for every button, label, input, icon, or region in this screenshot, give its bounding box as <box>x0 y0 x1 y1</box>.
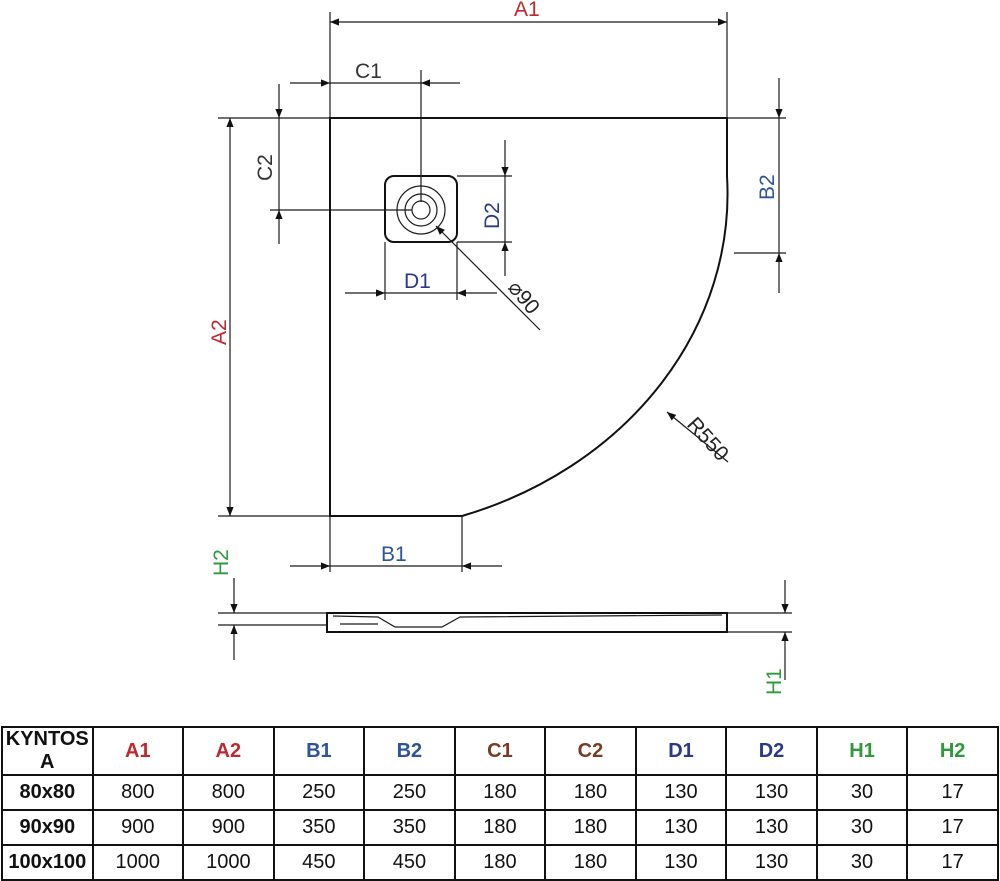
dimension-a1: A1 <box>329 0 728 118</box>
side-view-profile <box>326 612 728 633</box>
header-a2: A2 <box>182 726 275 776</box>
header-d2: D2 <box>725 726 818 776</box>
label-a1: A1 <box>514 0 540 21</box>
table-cell: 250 <box>363 774 456 811</box>
table-cell: 17 <box>906 809 999 846</box>
label-c1: C1 <box>355 60 382 83</box>
table-cell: 180 <box>544 844 637 881</box>
dimension-b2: B2 <box>727 78 786 293</box>
label-diameter: ⌀90 <box>503 276 544 318</box>
table-row: 90x90 900 900 350 350 180 180 130 130 30… <box>1 809 999 846</box>
table-cell: 900 <box>91 809 185 846</box>
label-b2: B2 <box>756 174 779 200</box>
table-cell: 450 <box>363 844 456 881</box>
drain-circle-inner <box>411 200 431 220</box>
table-cell: 180 <box>544 809 637 846</box>
dimension-d1: D1 <box>345 242 497 300</box>
header-h1: H1 <box>815 726 909 776</box>
radius-leader: R550 <box>666 411 733 466</box>
row-label: 100x100 <box>1 844 94 881</box>
dimensions-table: KYNTOS A A1 A2 B1 B2 C1 C2 D1 D2 H1 H2 8… <box>1 726 999 881</box>
table-cell: 130 <box>725 774 818 811</box>
label-d1: D1 <box>404 270 431 293</box>
row-label: 90x90 <box>1 809 94 846</box>
table-cell: 450 <box>272 844 366 881</box>
table-cell: 17 <box>906 844 999 881</box>
table-row: 80x80 800 800 250 250 180 180 130 130 30… <box>1 774 999 811</box>
tray-outline <box>329 117 729 517</box>
label-radius: R550 <box>682 413 733 466</box>
table-cell: 800 <box>182 774 275 811</box>
row-label: 80x80 <box>1 774 94 811</box>
table-cell: 350 <box>272 809 366 846</box>
dimension-a2: A2 <box>208 117 330 517</box>
table-cell: 130 <box>634 844 728 881</box>
table-cell: 30 <box>815 809 909 846</box>
header-b2: B2 <box>363 726 456 776</box>
table-cell: 30 <box>815 844 909 881</box>
table-cell: 130 <box>725 809 818 846</box>
label-a2: A2 <box>208 319 231 345</box>
table-cell: 180 <box>544 774 637 811</box>
label-h1: H1 <box>763 668 786 695</box>
dimension-c2: C2 <box>254 84 412 244</box>
table-cell: 350 <box>363 809 456 846</box>
label-c2: C2 <box>254 154 277 181</box>
dimension-h1: H1 <box>727 580 792 695</box>
table-cell: 1000 <box>91 844 185 881</box>
table-cell: 250 <box>272 774 366 811</box>
table-cell: 130 <box>634 809 728 846</box>
header-a1: A1 <box>91 726 185 776</box>
table-cell: 30 <box>815 774 909 811</box>
label-d2: D2 <box>481 202 504 229</box>
table-cell: 17 <box>906 774 999 811</box>
table-cell: 180 <box>453 809 547 846</box>
header-c1: C1 <box>453 726 547 776</box>
dimension-h2: H2 <box>210 549 327 660</box>
technical-drawing: A1 A2 B1 B2 C1 C2 <box>208 0 792 695</box>
table-cell: 1000 <box>182 844 275 881</box>
dimension-b1: B1 <box>290 516 502 572</box>
table-cell: 180 <box>453 844 547 881</box>
table-corner-label: KYNTOS A <box>1 726 94 776</box>
header-c2: C2 <box>544 726 637 776</box>
table-cell: 130 <box>725 844 818 881</box>
table-header-row: KYNTOS A A1 A2 B1 B2 C1 C2 D1 D2 H1 H2 <box>1 726 999 776</box>
header-h2: H2 <box>906 726 999 776</box>
header-d1: D1 <box>634 726 728 776</box>
table-cell: 180 <box>453 774 547 811</box>
header-b1: B1 <box>272 726 366 776</box>
dimension-c1: C1 <box>290 60 460 202</box>
table-row: 100x100 1000 1000 450 450 180 180 130 13… <box>1 844 999 881</box>
label-b1: B1 <box>381 543 407 566</box>
table-cell: 900 <box>182 809 275 846</box>
table-cell: 800 <box>91 774 185 811</box>
label-h2: H2 <box>210 549 233 576</box>
dimension-d2: D2 <box>457 140 512 276</box>
table-cell: 130 <box>634 774 728 811</box>
